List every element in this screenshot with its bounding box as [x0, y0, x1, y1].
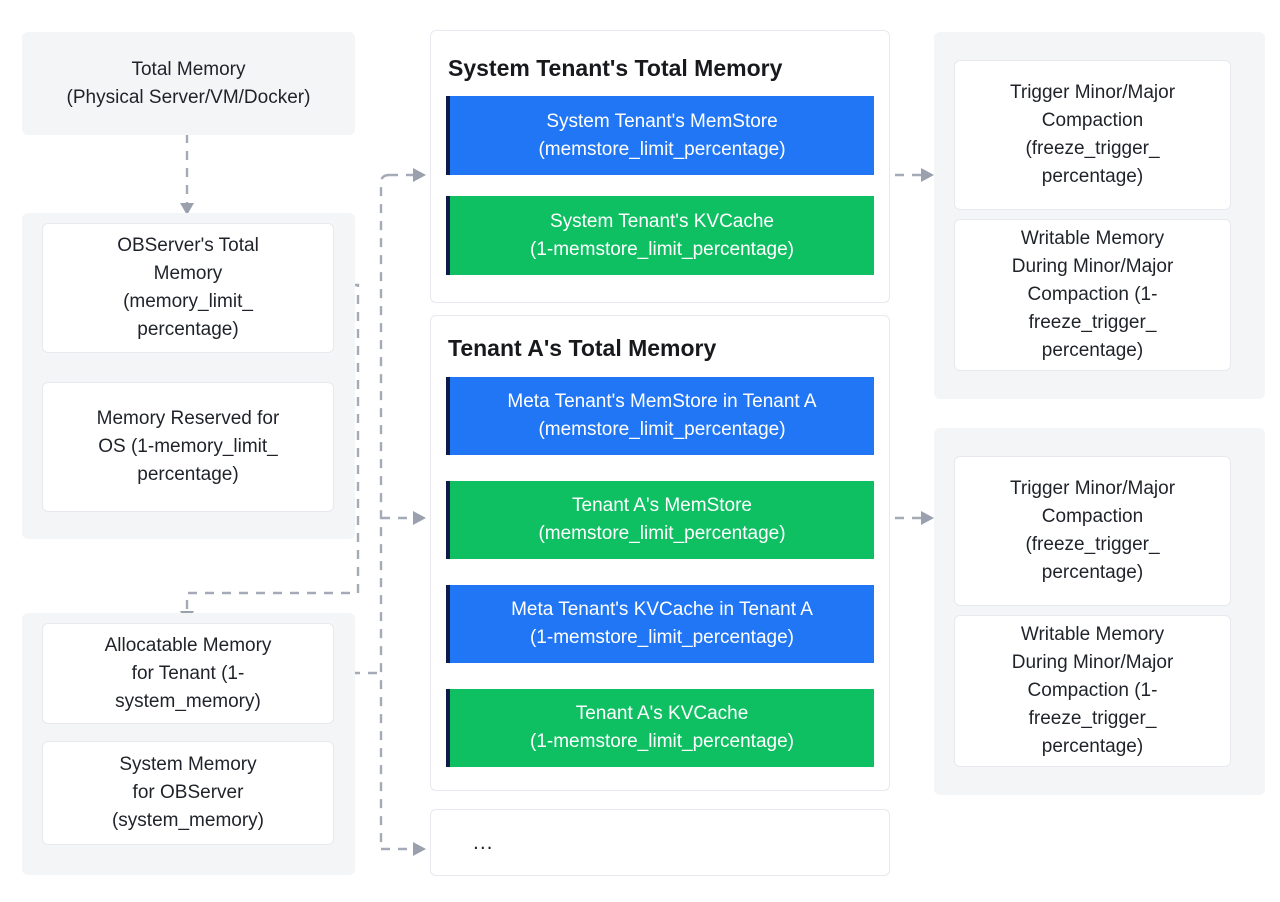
observer-total-memory-line3: (memory_limit_	[123, 291, 253, 312]
tenant-a-meta-memstore-bar: Meta Tenant's MemStore in Tenant A (mems…	[446, 377, 874, 455]
writable-memory-top-line4: freeze_trigger_	[1028, 312, 1157, 333]
tenant-a-kvcache-text: Tenant A's KVCache (1-memstore_limit_per…	[530, 700, 794, 756]
memory-reserved-os-line2: OS (1-memory_limit_	[98, 436, 278, 457]
trigger-compaction-top-line2: Compaction	[1041, 110, 1144, 131]
allocatable-memory-line2: for Tenant (1-	[131, 662, 245, 684]
writable-memory-bottom-line3: Compaction (1-	[1027, 680, 1158, 701]
writable-memory-box-bottom: Writable Memory During Minor/Major Compa…	[954, 615, 1231, 767]
memory-reserved-os-box: Memory Reserved for OS (1-memory_limit_ …	[42, 382, 334, 512]
tenant-a-memstore-bar: Tenant A's MemStore (memstore_limit_perc…	[446, 481, 874, 559]
writable-memory-top-line3: Compaction (1-	[1027, 284, 1158, 305]
trigger-compaction-bottom-line4: percentage)	[1041, 562, 1144, 583]
tenant-a-kvcache-line1: Tenant A's KVCache	[575, 703, 749, 724]
system-tenant-memstore-bar: System Tenant's MemStore (memstore_limit…	[446, 96, 874, 175]
writable-memory-bottom-text: Writable Memory During Minor/Major Compa…	[1012, 621, 1174, 761]
arrow-head-trunk-to-system-tenant	[413, 168, 426, 182]
observer-total-memory-line2: Memory	[153, 263, 223, 284]
memory-reserved-os-text: Memory Reserved for OS (1-memory_limit_ …	[97, 405, 280, 489]
observer-total-memory-box: OBServer's Total Memory (memory_limit_ p…	[42, 223, 334, 353]
writable-memory-top-line2: During Minor/Major	[1011, 256, 1174, 277]
writable-memory-top-line1: Writable Memory	[1020, 228, 1165, 249]
tenant-a-memstore-text: Tenant A's MemStore (memstore_limit_perc…	[538, 492, 785, 548]
system-tenant-memstore-line2: (memstore_limit_percentage)	[538, 138, 786, 160]
trigger-compaction-bottom-line3: (freeze_trigger_	[1025, 534, 1160, 555]
arrow-head-trunk-to-more-tenants	[413, 842, 426, 856]
tenant-a-meta-kvcache-line1: Meta Tenant's KVCache in Tenant A	[511, 599, 813, 620]
allocatable-memory-line3: system_memory)	[115, 690, 261, 712]
memory-reserved-os-line1: Memory Reserved for	[96, 408, 280, 429]
writable-memory-top-text: Writable Memory During Minor/Major Compa…	[1012, 225, 1174, 365]
total-memory-box: Total Memory (Physical Server/VM/Docker)	[22, 32, 355, 135]
tenant-a-meta-kvcache-text: Meta Tenant's KVCache in Tenant A (1-mem…	[511, 596, 813, 652]
system-tenant-panel-title: System Tenant's Total Memory	[448, 55, 783, 81]
writable-memory-bottom-line5: percentage)	[1041, 736, 1144, 757]
trigger-compaction-top-line4: percentage)	[1041, 166, 1144, 187]
writable-memory-bottom-line2: During Minor/Major	[1011, 652, 1174, 673]
tenant-a-kvcache-bar: Tenant A's KVCache (1-memstore_limit_per…	[446, 689, 874, 767]
system-memory-observer-text: System Memory for OBServer (system_memor…	[112, 751, 264, 835]
total-memory-line1: Total Memory	[131, 58, 246, 80]
trigger-compaction-box-bottom: Trigger Minor/Major Compaction (freeze_t…	[954, 456, 1231, 606]
writable-memory-top-line5: percentage)	[1041, 340, 1144, 361]
trigger-compaction-top-line1: Trigger Minor/Major	[1009, 82, 1176, 103]
trigger-compaction-bottom-line2: Compaction	[1041, 506, 1144, 527]
tenant-a-memstore-line1: Tenant A's MemStore	[572, 495, 752, 516]
arrow-head-system-tenant-to-compaction	[921, 168, 934, 182]
system-tenant-memstore-line1: System Tenant's MemStore	[546, 110, 778, 132]
observer-total-memory-text: OBServer's Total Memory (memory_limit_ p…	[117, 232, 259, 344]
tenant-a-meta-memstore-line1: Meta Tenant's MemStore in Tenant A	[507, 391, 817, 412]
total-memory-text: Total Memory (Physical Server/VM/Docker)	[67, 56, 311, 112]
total-memory-line2: (Physical Server/VM/Docker)	[66, 86, 311, 108]
memory-reserved-os-line3: percentage)	[137, 464, 239, 485]
more-tenants-label: ...	[473, 830, 494, 854]
tenant-a-memstore-line2: (memstore_limit_percentage)	[538, 523, 786, 544]
trigger-compaction-top-text: Trigger Minor/Major Compaction (freeze_t…	[1010, 79, 1175, 191]
observer-total-memory-line1: OBServer's Total	[117, 235, 259, 256]
more-tenants-box: ...	[430, 809, 890, 876]
trigger-compaction-top-line3: (freeze_trigger_	[1025, 138, 1160, 159]
system-memory-line3: (system_memory)	[111, 810, 264, 831]
tenant-a-meta-memstore-text: Meta Tenant's MemStore in Tenant A (mems…	[507, 388, 816, 444]
trigger-compaction-bottom-text: Trigger Minor/Major Compaction (freeze_t…	[1010, 475, 1175, 587]
tenant-a-kvcache-line2: (1-memstore_limit_percentage)	[530, 731, 794, 752]
arrow-head-tenant-a-to-compaction	[921, 511, 934, 525]
connector-trunk-vertical	[379, 173, 390, 849]
writable-memory-box-top: Writable Memory During Minor/Major Compa…	[954, 219, 1231, 371]
system-memory-observer-box: System Memory for OBServer (system_memor…	[42, 741, 334, 845]
arrow-head-trunk-to-tenant-a	[413, 511, 426, 525]
trigger-compaction-box-top: Trigger Minor/Major Compaction (freeze_t…	[954, 60, 1231, 210]
allocatable-memory-tenant-box: Allocatable Memory for Tenant (1- system…	[42, 623, 334, 724]
system-tenant-kvcache-line2: (1-memstore_limit_percentage)	[530, 238, 794, 260]
trigger-compaction-bottom-line1: Trigger Minor/Major	[1009, 478, 1176, 499]
system-tenant-kvcache-text: System Tenant's KVCache (1-memstore_limi…	[530, 208, 794, 264]
tenant-a-meta-kvcache-bar: Meta Tenant's KVCache in Tenant A (1-mem…	[446, 585, 874, 663]
writable-memory-bottom-line1: Writable Memory	[1020, 624, 1165, 645]
observer-total-memory-line4: percentage)	[137, 319, 239, 340]
system-memory-line2: for OBServer	[132, 782, 244, 803]
tenant-a-panel-title: Tenant A's Total Memory	[448, 335, 717, 361]
tenant-a-meta-memstore-line2: (memstore_limit_percentage)	[538, 419, 786, 440]
system-tenant-kvcache-bar: System Tenant's KVCache (1-memstore_limi…	[446, 196, 874, 275]
allocatable-memory-tenant-text: Allocatable Memory for Tenant (1- system…	[105, 632, 272, 716]
allocatable-memory-line1: Allocatable Memory	[104, 634, 272, 656]
system-memory-line1: System Memory	[119, 754, 257, 775]
writable-memory-bottom-line4: freeze_trigger_	[1028, 708, 1157, 729]
system-tenant-memstore-text: System Tenant's MemStore (memstore_limit…	[538, 108, 785, 164]
system-tenant-kvcache-line1: System Tenant's KVCache	[549, 210, 774, 232]
tenant-a-meta-kvcache-line2: (1-memstore_limit_percentage)	[529, 627, 794, 648]
